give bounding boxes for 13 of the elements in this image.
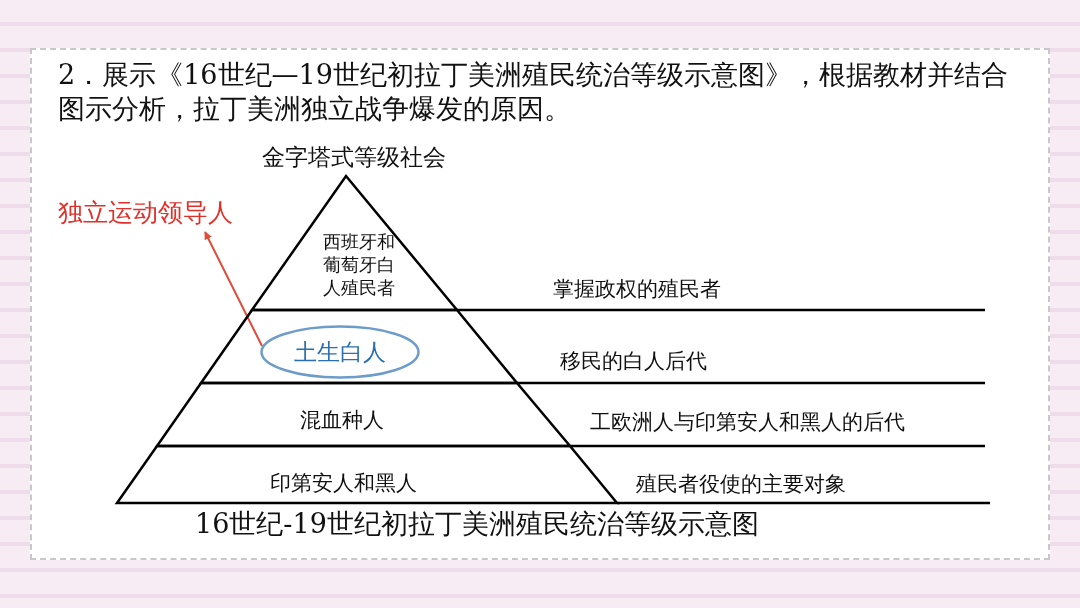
tier-description: 掌握政权的殖民者: [553, 276, 721, 303]
highlight-ellipse: 土生白人: [260, 325, 420, 379]
pyramid-heading: 金字塔式等级社会: [262, 143, 446, 171]
question-text: 2．展示《16世纪—19世纪初拉丁美洲殖民统治等级示意图》，根据教材并结合图示分析，拉丁美洲独立战争爆发的原因。: [58, 58, 1009, 126]
pyramid-tier: [201, 310, 517, 383]
arrow: [204, 231, 263, 347]
pyramid-tier: 印第安人和黑人: [117, 446, 617, 503]
pyramid-tier: 混血种人: [157, 383, 570, 446]
diagram-caption: 16世纪-19世纪初拉丁美洲殖民统治等级示意图: [195, 507, 759, 541]
tier-description: 工欧洲人与印第安人和黑人的后代: [590, 409, 905, 436]
tier-description: 移民的白人后代: [560, 348, 707, 375]
tier-description: 殖民者役使的主要对象: [636, 471, 846, 498]
pyramid-tier: 西班牙和葡萄牙白人殖民者: [252, 176, 457, 310]
